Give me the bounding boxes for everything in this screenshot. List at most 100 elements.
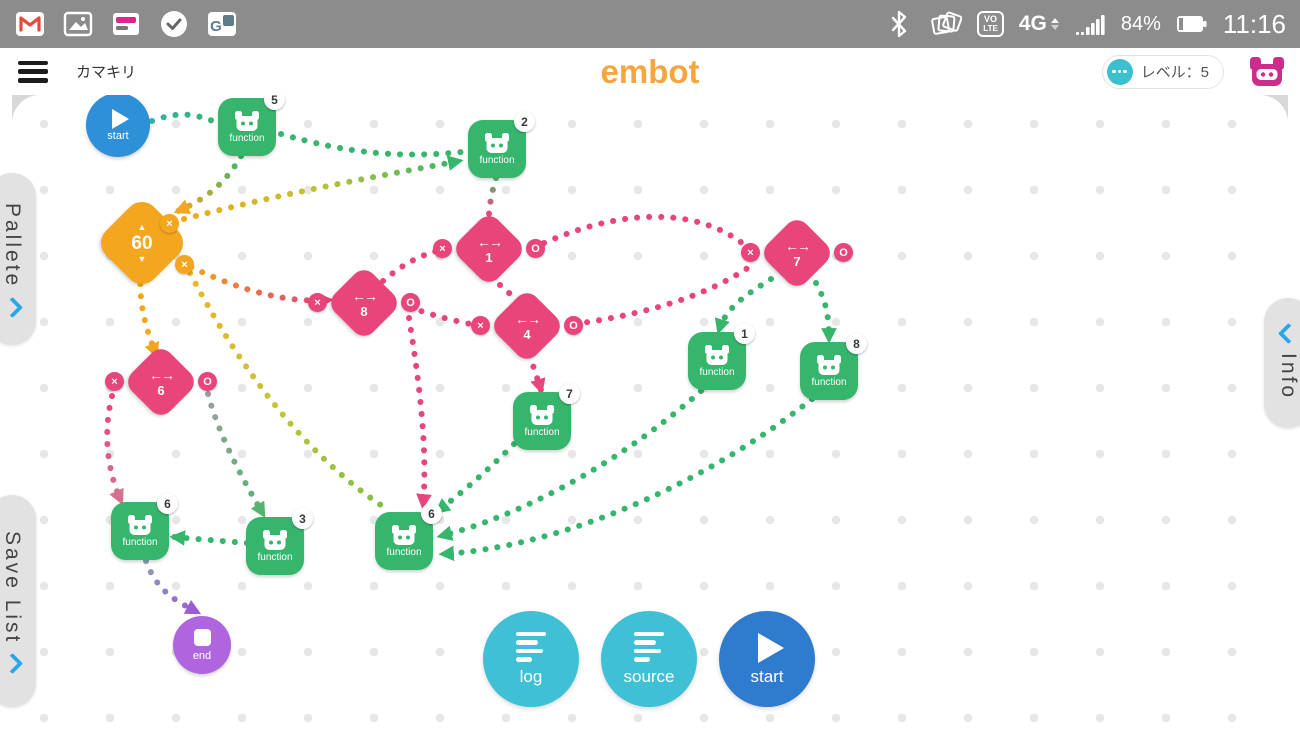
compare-arrows-icon: ←→: [149, 366, 175, 383]
port-true[interactable]: O: [198, 372, 217, 391]
source-lines-icon: [634, 631, 664, 662]
node-number: 4: [523, 326, 531, 342]
robot-icon: [484, 132, 510, 154]
port-false[interactable]: ×: [471, 316, 490, 335]
port-false[interactable]: ×: [433, 239, 452, 258]
level-dots-icon: [1106, 58, 1133, 85]
source-button[interactable]: source: [601, 611, 697, 707]
robot-icon: [816, 354, 842, 376]
node-badge: 3: [292, 508, 313, 529]
robot-icon: [529, 404, 555, 426]
layers-icon: [930, 8, 963, 40]
node-function-1[interactable]: function 1: [688, 323, 755, 390]
node-label: function: [386, 546, 422, 558]
embot-mascot-icon[interactable]: [1248, 56, 1286, 93]
log-button[interactable]: log: [483, 611, 579, 707]
node-label: function: [811, 376, 847, 388]
data-activity-icon: [1050, 18, 1059, 30]
node-function-2[interactable]: function 2: [468, 111, 535, 178]
robot-icon: [262, 529, 288, 551]
play-icon: [758, 633, 784, 663]
compare-arrows-icon: ←→: [477, 233, 503, 250]
node-number: 8: [360, 303, 368, 319]
save-list-tab[interactable]: Save List: [0, 495, 36, 707]
node-badge: 6: [157, 493, 178, 514]
project-name: カマキリ: [76, 64, 137, 81]
translate-icon: G: [206, 8, 238, 40]
node-function-7[interactable]: function 7: [513, 383, 580, 450]
port-false[interactable]: ×: [308, 293, 327, 312]
gmail-icon: [14, 8, 46, 40]
port-true[interactable]: O: [834, 243, 853, 262]
port-false[interactable]: ×: [741, 243, 760, 262]
caret-down-icon: ▼: [137, 253, 147, 264]
info-tab[interactable]: Info: [1264, 298, 1300, 428]
app-header: カマキリ embot レベル：5: [0, 48, 1300, 95]
bluetooth-icon: [883, 8, 915, 40]
system-status-icons: VO LTE 4G 84% 11:16: [883, 8, 1286, 40]
volte-icon: VO LTE: [977, 11, 1004, 37]
source-button-label: source: [623, 666, 675, 686]
stop-icon: [193, 628, 211, 646]
node-label: start: [107, 129, 129, 142]
level-badge[interactable]: レベル：5: [1101, 54, 1224, 89]
node-label: function: [257, 551, 293, 563]
robot-icon: [391, 524, 417, 546]
node-start[interactable]: start: [86, 93, 150, 157]
robot-icon: [234, 110, 260, 132]
level-label: レベル：5: [1140, 64, 1209, 81]
chevron-right-icon: [1, 297, 23, 319]
gallery-icon: [62, 8, 94, 40]
palette-tab[interactable]: Pallete: [0, 173, 36, 345]
caret-up-icon: ▲: [137, 221, 147, 232]
battery-percent: 84%: [1120, 12, 1161, 35]
signal-icon: [1074, 8, 1106, 40]
port-true[interactable]: O: [526, 239, 545, 258]
node-number: 1: [485, 249, 493, 265]
compare-arrows-icon: ←→: [352, 287, 378, 304]
palette-tab-label: Pallete: [1, 202, 24, 289]
node-number: 6: [157, 382, 165, 398]
node-function-8[interactable]: function 8: [800, 333, 867, 400]
node-badge: 7: [559, 383, 580, 404]
compare-arrows-icon: ←→: [515, 310, 541, 327]
svg-text:G: G: [210, 18, 222, 35]
robot-icon: [704, 344, 730, 366]
node-badge: 6: [421, 503, 442, 524]
run-start-button[interactable]: start: [719, 611, 815, 707]
robot-icon: [127, 514, 153, 536]
app-logo: embot: [600, 52, 700, 90]
save-list-tab-label: Save List: [1, 530, 24, 645]
chevron-left-icon: [1277, 322, 1299, 345]
menu-button[interactable]: [18, 60, 48, 83]
node-function-6[interactable]: function 6: [111, 493, 178, 560]
chevron-right-icon: [1, 653, 23, 675]
port-true[interactable]: O: [564, 316, 583, 335]
node-label: function: [524, 426, 560, 438]
node-badge: 8: [846, 333, 867, 354]
node-label: function: [122, 536, 158, 548]
node-label: function: [699, 366, 735, 378]
network-type: 4G: [1019, 12, 1059, 36]
node-badge: 1: [734, 323, 755, 344]
log-lines-icon: [516, 631, 546, 662]
network-label: 4G: [1018, 12, 1047, 35]
clock: 11:16: [1222, 8, 1286, 39]
node-function-6[interactable]: function 6: [375, 503, 442, 570]
node-function-3[interactable]: function 3: [246, 508, 313, 575]
port-out-bottom[interactable]: ×: [175, 255, 194, 274]
node-end[interactable]: end: [173, 616, 231, 674]
node-badge: 2: [514, 111, 535, 132]
node-label: function: [229, 132, 265, 144]
battery-icon: [1176, 8, 1208, 40]
port-true[interactable]: O: [401, 293, 420, 312]
compare-arrows-icon: ←→: [785, 237, 811, 254]
info-tab-label: Info: [1277, 352, 1300, 401]
status-bar: G VO LTE 4G 84% 11:16: [0, 0, 1300, 48]
node-label: function: [479, 154, 515, 166]
play-icon: [112, 108, 129, 129]
node-number: 7: [793, 253, 801, 269]
port-false[interactable]: ×: [105, 372, 124, 391]
port-out-top[interactable]: ×: [160, 214, 179, 233]
